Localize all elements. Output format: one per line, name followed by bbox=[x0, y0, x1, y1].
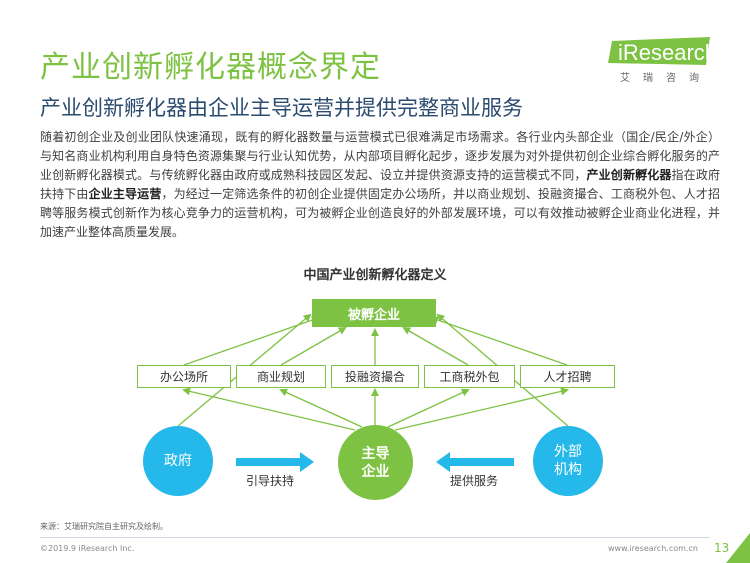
leading-enterprise-circle: 主导企业 bbox=[338, 425, 413, 500]
connector-main-to-hr bbox=[394, 387, 569, 431]
arrow-gov-to-enterprise bbox=[236, 452, 314, 472]
service-recruitment: 人才招聘 bbox=[520, 365, 615, 388]
guide-support-label: 引导扶持 bbox=[246, 474, 295, 488]
diagram-title: 中国产业创新孵化器定义 bbox=[303, 268, 447, 283]
service-office-space: 办公场所 bbox=[137, 365, 231, 388]
bold-term-enterprise-led: 企业主导运营 bbox=[88, 187, 162, 201]
connector-hr-to-incubated bbox=[430, 316, 568, 366]
service-tax-outsourcing: 工商税外包 bbox=[424, 365, 515, 388]
service-financing: 投融资撮合 bbox=[331, 365, 419, 388]
copyright-text: ©2019.9 iResearch Inc. bbox=[40, 544, 135, 553]
connector-main-to-tax bbox=[387, 388, 470, 428]
page-subtitle: 产业创新孵化器由企业主导运营并提供完整商业服务 bbox=[40, 96, 523, 120]
arrow-external-to-enterprise bbox=[436, 452, 514, 472]
source-note: 来源：艾瑞研究院自主研究及绘制。 bbox=[40, 522, 168, 531]
provide-service-label: 提供服务 bbox=[450, 474, 499, 488]
connector-office-to-incubated bbox=[183, 316, 320, 366]
connector-tax-to-incubated bbox=[402, 326, 469, 366]
intro-paragraph: 随着初创企业及创业团队快速涌现，既有的孵化器数量与运营模式已很难满足市场需求。各… bbox=[40, 130, 720, 239]
logo-badge-icon bbox=[608, 37, 710, 65]
service-business-planning: 商业规划 bbox=[236, 365, 326, 388]
page-number: 13 bbox=[714, 541, 730, 555]
corner-decoration-icon bbox=[726, 533, 750, 563]
external-institution-circle: 外部机构 bbox=[533, 426, 603, 496]
bold-term-incubator: 产业创新孵化器 bbox=[586, 168, 672, 182]
iresearch-logo: iResearch 艾瑞咨询 bbox=[598, 37, 718, 85]
footer-divider bbox=[40, 537, 710, 538]
government-circle: 政府 bbox=[143, 426, 213, 496]
incubated-enterprise-box: 被孵企业 bbox=[312, 299, 436, 327]
page-title: 产业创新孵化器概念界定 bbox=[40, 50, 381, 85]
connector-main-to-planning bbox=[279, 388, 363, 428]
logo-wordmark: iResearch bbox=[618, 40, 718, 65]
connector-main-to-office bbox=[182, 387, 356, 431]
website-link[interactable]: www.iresearch.com.cn bbox=[608, 544, 698, 553]
logo-chinese-name: 艾瑞咨询 bbox=[620, 73, 712, 84]
connector-planning-to-incubated bbox=[280, 326, 347, 366]
